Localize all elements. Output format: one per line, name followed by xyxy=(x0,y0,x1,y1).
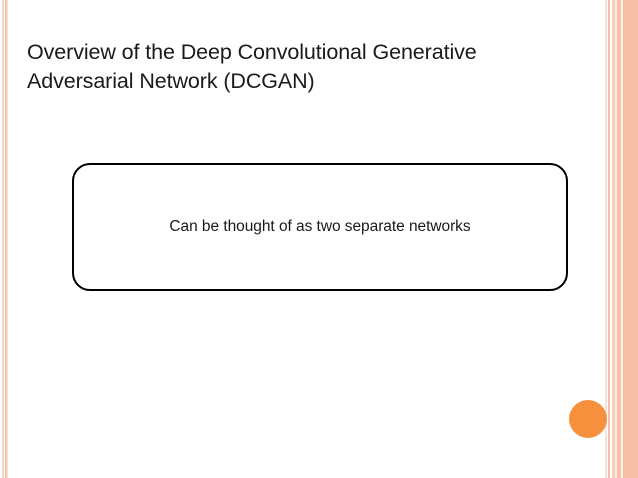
left-border-stripe-4 xyxy=(7,0,8,478)
left-border-stripe-1 xyxy=(2,0,4,478)
right-border-stripe-8 xyxy=(623,0,638,478)
right-border-stripe-1 xyxy=(605,0,607,478)
left-border-stripe-2 xyxy=(4,0,5,478)
right-border-stripe-2 xyxy=(608,0,610,478)
callout-text: Can be thought of as two separate networ… xyxy=(169,218,471,235)
left-border-stripe-3 xyxy=(5,0,7,478)
right-border-stripe-7 xyxy=(621,0,623,478)
accent-circle-icon xyxy=(569,400,607,438)
slide-title: Overview of the Deep Convolutional Gener… xyxy=(27,40,477,93)
right-border-stripe-3 xyxy=(610,0,612,478)
right-border-stripe-4 xyxy=(612,0,615,478)
callout-box: Can be thought of as two separate networ… xyxy=(72,163,568,291)
right-border-stripe-6 xyxy=(617,0,621,478)
right-border-stripe-5 xyxy=(615,0,617,478)
